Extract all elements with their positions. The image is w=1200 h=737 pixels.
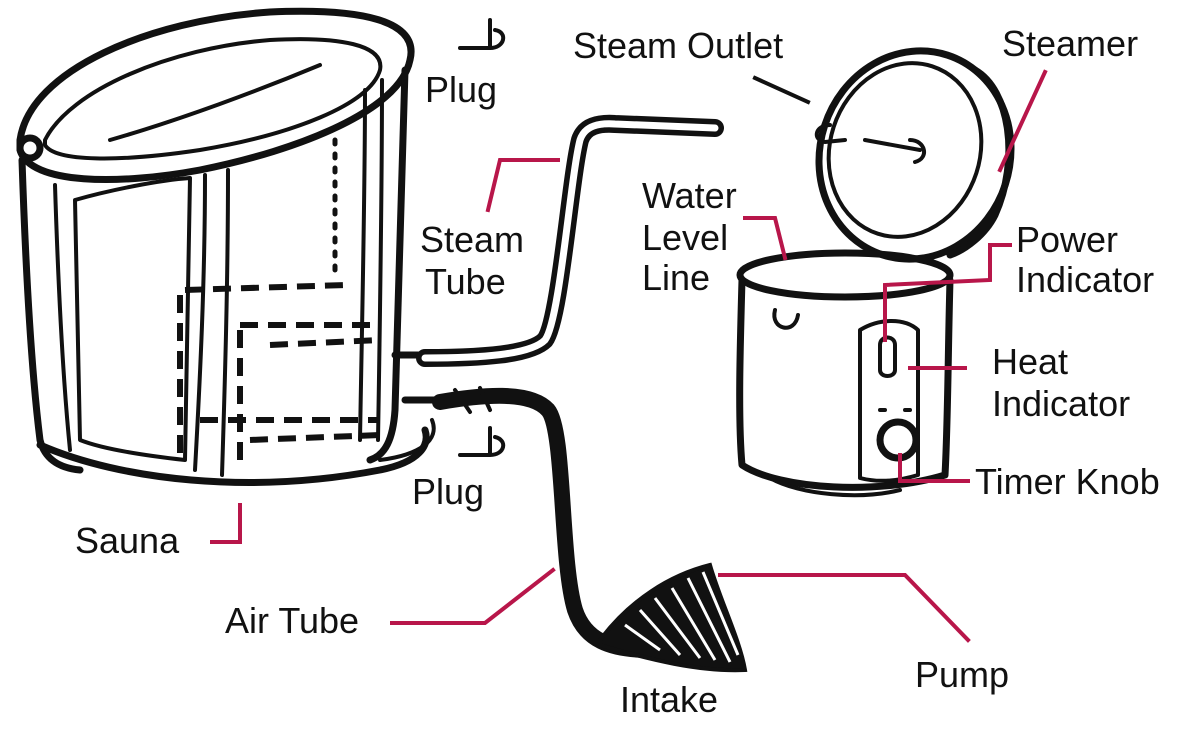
sauna-base	[36, 426, 430, 486]
leader-pump	[718, 573, 971, 643]
label-plug-bottom: Plug	[412, 471, 484, 512]
sauna-seat-dashed-1	[184, 282, 346, 293]
steamer-timer-knob	[876, 418, 920, 462]
steamer-handle-bump	[772, 308, 800, 330]
sauna-illustration	[16, 7, 444, 486]
leader-sauna	[210, 503, 242, 544]
sauna-rim-knob	[16, 134, 44, 162]
label-water-level-1: Water	[642, 175, 737, 216]
sauna-seat-dashed-7	[249, 432, 381, 443]
steamer-lid-rim	[946, 66, 1013, 259]
leader-steam-tube	[485, 158, 560, 213]
steamer-control-panel	[858, 319, 920, 483]
steamer-lid-handle	[863, 138, 926, 164]
plug-bottom-icon	[458, 426, 506, 457]
plug-top-icon	[458, 18, 506, 50]
leader-timer-knob	[898, 453, 970, 483]
sauna-rim-outer	[16, 7, 415, 184]
air-tube-illustration	[432, 386, 658, 658]
steamer-illustration	[736, 47, 1015, 498]
sauna-wall-right	[366, 66, 409, 464]
steamer-body-top	[736, 249, 954, 301]
steamer-body-wall	[736, 276, 954, 491]
label-power-indicator-1: Power	[1016, 219, 1118, 260]
pump-illustration	[598, 562, 748, 673]
steam-tube-illustration	[416, 114, 724, 367]
steamer-power-indicator	[878, 335, 897, 378]
sauna-rim-inner	[43, 37, 383, 161]
label-heat-indicator-1: Heat	[992, 341, 1068, 382]
sauna-rib-5	[376, 78, 384, 442]
leader-steamer	[997, 69, 1048, 173]
sauna-base-ring	[378, 418, 436, 462]
steamer-outlet-nozzle	[814, 123, 847, 144]
labels: Plug Steam Tube Steam Outlet Steamer Wat…	[75, 23, 1160, 720]
label-steam-tube-2: Tube	[425, 261, 506, 302]
sauna-door-panel	[73, 176, 192, 462]
steamer-lid-inner	[826, 61, 984, 239]
sauna-rib-1	[53, 183, 72, 452]
leader-lines	[210, 69, 1048, 643]
label-air-tube: Air Tube	[225, 600, 359, 641]
sauna-rib-3	[220, 168, 230, 477]
label-pump: Pump	[915, 654, 1009, 695]
label-steamer: Steamer	[1002, 23, 1138, 64]
sauna-seat-dashed-3	[269, 337, 381, 348]
sauna-wall-left	[18, 156, 84, 474]
label-sauna: Sauna	[75, 520, 180, 561]
label-water-level-2: Level	[642, 217, 728, 258]
label-plug-top: Plug	[425, 69, 497, 110]
sauna-rim-slot	[108, 63, 322, 142]
label-heat-indicator-2: Indicator	[992, 383, 1130, 424]
label-steam-outlet: Steam Outlet	[573, 25, 783, 66]
label-intake: Intake	[620, 679, 718, 720]
label-water-level-3: Line	[642, 257, 710, 298]
leader-power-indicator	[883, 243, 1012, 342]
label-steam-tube-1: Steam	[420, 219, 524, 260]
sauna-rib-4	[358, 88, 367, 442]
leader-water-level	[743, 216, 788, 261]
label-power-indicator-2: Indicator	[1016, 259, 1154, 300]
sauna-rib-2	[193, 173, 207, 472]
air-tube-clamp	[453, 386, 492, 414]
leader-steam-outlet	[752, 75, 811, 105]
leader-air-tube	[390, 567, 556, 625]
steamer-base	[768, 476, 902, 498]
label-timer-knob: Timer Knob	[975, 461, 1160, 502]
